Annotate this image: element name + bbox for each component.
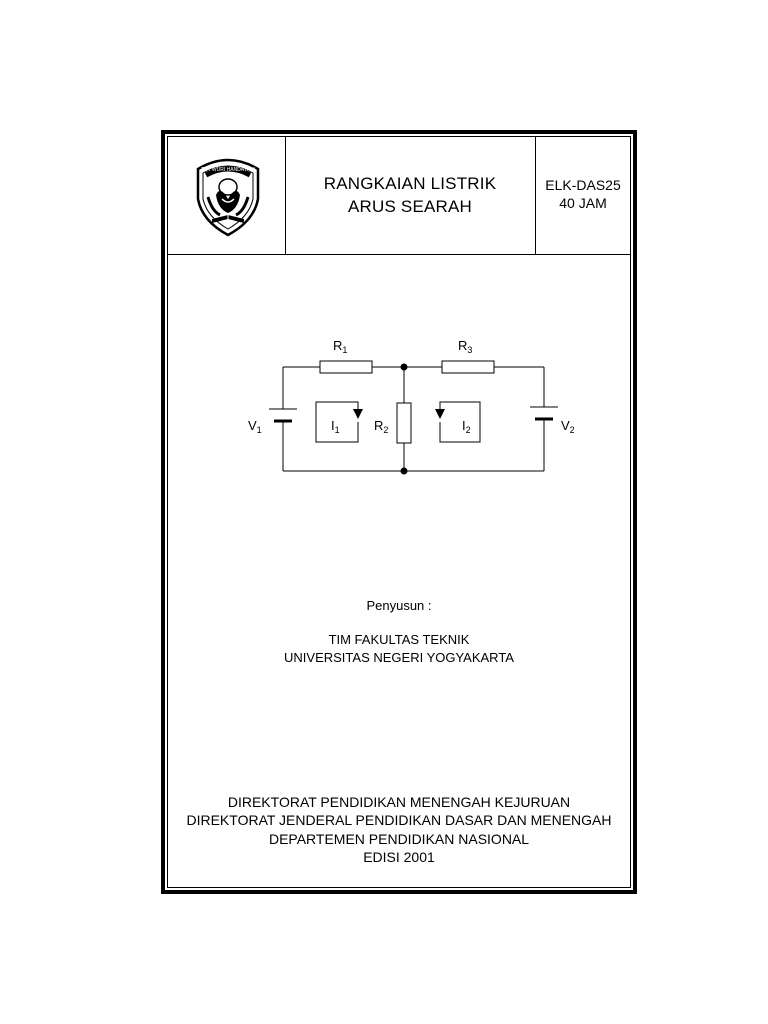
resistor-r3 xyxy=(441,360,495,374)
footer-line-2: DIREKTORAT JENDERAL PENDIDIKAN DASAR DAN… xyxy=(186,812,612,828)
footer-line-1: DIREKTORAT PENDIDIKAN MENENGAH KEJURUAN xyxy=(227,794,571,810)
footer-edition: EDISI 2001 xyxy=(363,849,435,865)
credits-author-line-2: UNIVERSITAS NEGERI YOGYAKARTA xyxy=(284,650,514,665)
label-i2: I2 xyxy=(462,418,471,435)
resistor-r1 xyxy=(319,360,373,374)
title-line-2: ARUS SEARAH xyxy=(347,197,473,216)
label-r3: R3 xyxy=(458,338,472,355)
circuit-diagram: R1 R3 R2 V1 V2 I1 I2 xyxy=(248,338,575,475)
label-v1: V1 xyxy=(248,418,262,435)
tut-wuri-handayani-logo: TUT WURI HANDAYANI xyxy=(196,158,260,237)
label-i1: I1 xyxy=(331,418,340,435)
footer-line-3: DEPARTEMEN PENDIDIKAN NASIONAL xyxy=(268,831,530,847)
loop-current-i1 xyxy=(315,401,359,443)
title-cell: RANGKAIAN LISTRIK ARUS SEARAH xyxy=(285,137,536,254)
arrow-i1 xyxy=(353,409,363,419)
logo-cell: TUT WURI HANDAYANI xyxy=(168,137,286,254)
cover-inner-border: TUT WURI HANDAYANI RANGKAIAN LISTRIK ARU… xyxy=(167,136,631,888)
code-cell: ELK-DAS25 40 JAM xyxy=(536,137,630,254)
header-table: TUT WURI HANDAYANI RANGKAIAN LISTRIK ARU… xyxy=(168,137,630,255)
cover-frame: TUT WURI HANDAYANI RANGKAIAN LISTRIK ARU… xyxy=(161,130,637,894)
arrow-i2 xyxy=(435,409,445,419)
module-duration: 40 JAM xyxy=(559,195,607,211)
label-r2: R2 xyxy=(374,418,388,435)
label-v2: V2 xyxy=(561,418,575,435)
label-r1: R1 xyxy=(333,338,347,355)
credits-author-line-1: TIM FAKULTAS TEKNIK xyxy=(328,632,470,647)
junction-top xyxy=(400,363,408,371)
loop-current-i2 xyxy=(439,401,481,443)
logo-motto: TUT WURI HANDAYANI xyxy=(201,167,255,173)
module-code: ELK-DAS25 xyxy=(545,177,621,193)
title-line-1: RANGKAIAN LISTRIK xyxy=(323,174,497,193)
credits-label: Penyusun : xyxy=(366,598,432,613)
resistor-r2 xyxy=(396,402,412,444)
junction-bottom xyxy=(400,467,408,475)
